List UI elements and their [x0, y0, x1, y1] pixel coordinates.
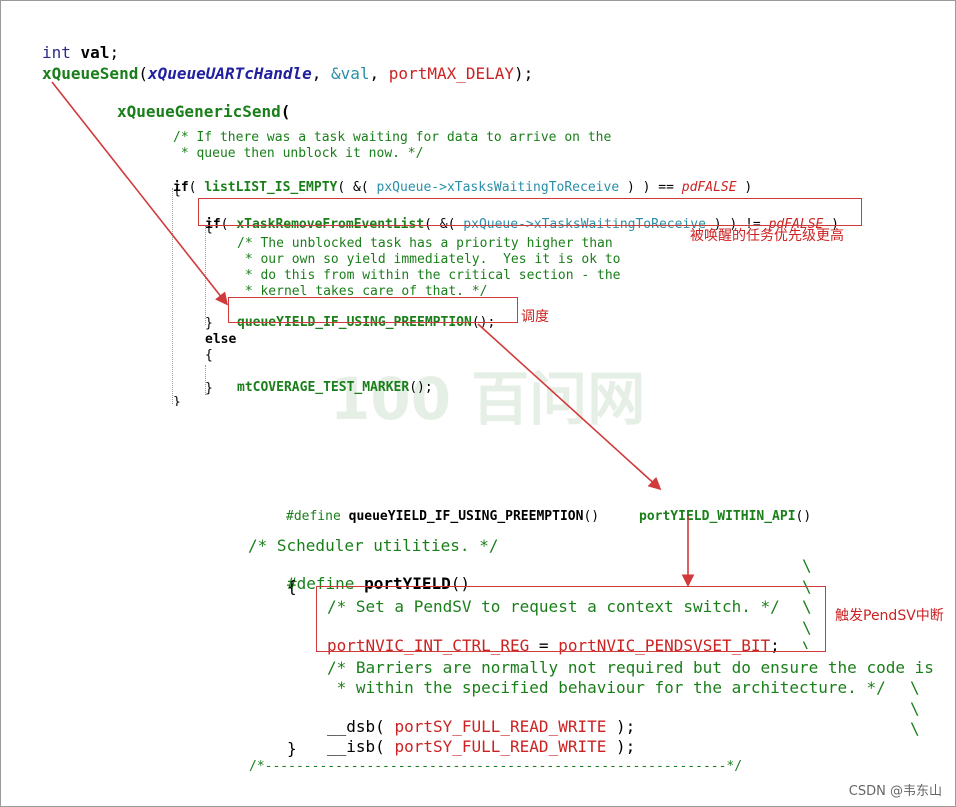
line-continuation: \ [910, 699, 920, 718]
arrow-to-queue-yield [51, 81, 228, 306]
comment-behaviour: * within the specified behaviour for the… [327, 678, 886, 697]
line-continuation: \ [910, 719, 920, 738]
line-continuation: \ [910, 678, 920, 697]
code-define-value: portYIELD_WITHIN_API() [639, 508, 812, 524]
comment-line: /* If there was a task waiting for data … [173, 130, 612, 145]
comment-line: /* The unblocked task has a priority hig… [237, 236, 613, 251]
line-continuation: \ [802, 556, 812, 575]
code-line-if-remove-event: if( xTaskRemoveFromEventList( &( pxQueue… [205, 216, 840, 232]
indent-guide [205, 225, 206, 325]
comment-line: * kernel takes care of that. */ [237, 284, 488, 299]
note-pendsv: 触发PendSV中断 [835, 608, 944, 624]
line-continuation: \ [802, 618, 812, 637]
comment-scheduler-utilities: /* Scheduler utilities. */ [248, 536, 499, 555]
line-continuation: \ [802, 597, 812, 616]
code-line-xqueuegenericsend: xQueueGenericSend( [117, 102, 291, 122]
brace: { [205, 348, 213, 363]
brace: { [205, 220, 213, 235]
separator-comment: /*--------------------------------------… [249, 760, 743, 774]
code-line-xqueuesend: xQueueSend(xQueueUARTcHandle, &val, port… [42, 64, 534, 84]
brace: { [287, 577, 297, 596]
brace: } [287, 739, 297, 758]
note-schedule: 调度 [521, 309, 549, 325]
indent-guide [205, 365, 206, 395]
code-line-define-portyield: #define portYIELD() [287, 574, 471, 594]
highlight-box-queue-yield [228, 297, 518, 323]
comment-barriers: /* Barriers are normally not required bu… [327, 658, 934, 677]
watermark-logo: 100 百问网 [330, 365, 646, 433]
brace: } [205, 381, 213, 396]
brace: { [173, 183, 181, 198]
comment-set-pendsv: /* Set a PendSV to request a context swi… [327, 597, 780, 616]
code-line-else: else [205, 332, 237, 347]
arrow-to-port-yield-within-api [477, 323, 662, 491]
brace: } [173, 396, 181, 406]
code-line-nvic-reg: portNVIC_INT_CTRL_REG = portNVIC_PENDSVS… [327, 636, 780, 656]
highlight-box-pendsv [316, 586, 826, 652]
comment-line: * queue then unblock it now. */ [173, 146, 424, 161]
line-continuation: \ [802, 639, 812, 649]
code-line-isb: __isb( portSY_FULL_READ_WRITE ); [327, 737, 636, 757]
credit-text: CSDN @韦东山 [848, 784, 942, 799]
code-line-define-queue-yield: #define queueYIELD_IF_USING_PREEMPTION() [286, 508, 600, 524]
comment-line: * do this from within the critical secti… [237, 268, 621, 283]
code-line-dsb: __dsb( portSY_FULL_READ_WRITE ); [327, 717, 636, 737]
indent-guide [172, 188, 173, 404]
highlight-box-remove-event [198, 198, 862, 226]
code-line-coverage-marker: mtCOVERAGE_TEST_MARKER(); [237, 379, 433, 395]
comment-line: * our own so yield immediately. Yes it i… [237, 252, 621, 267]
code-line-declare-val: int val; [42, 43, 120, 63]
note-higher-priority: 被唤醒的任务优先级更高 [690, 228, 844, 244]
brace: } [205, 316, 213, 331]
code-line-if-list-empty: if( listLIST_IS_EMPTY( &( pxQueue->xTask… [173, 179, 753, 195]
